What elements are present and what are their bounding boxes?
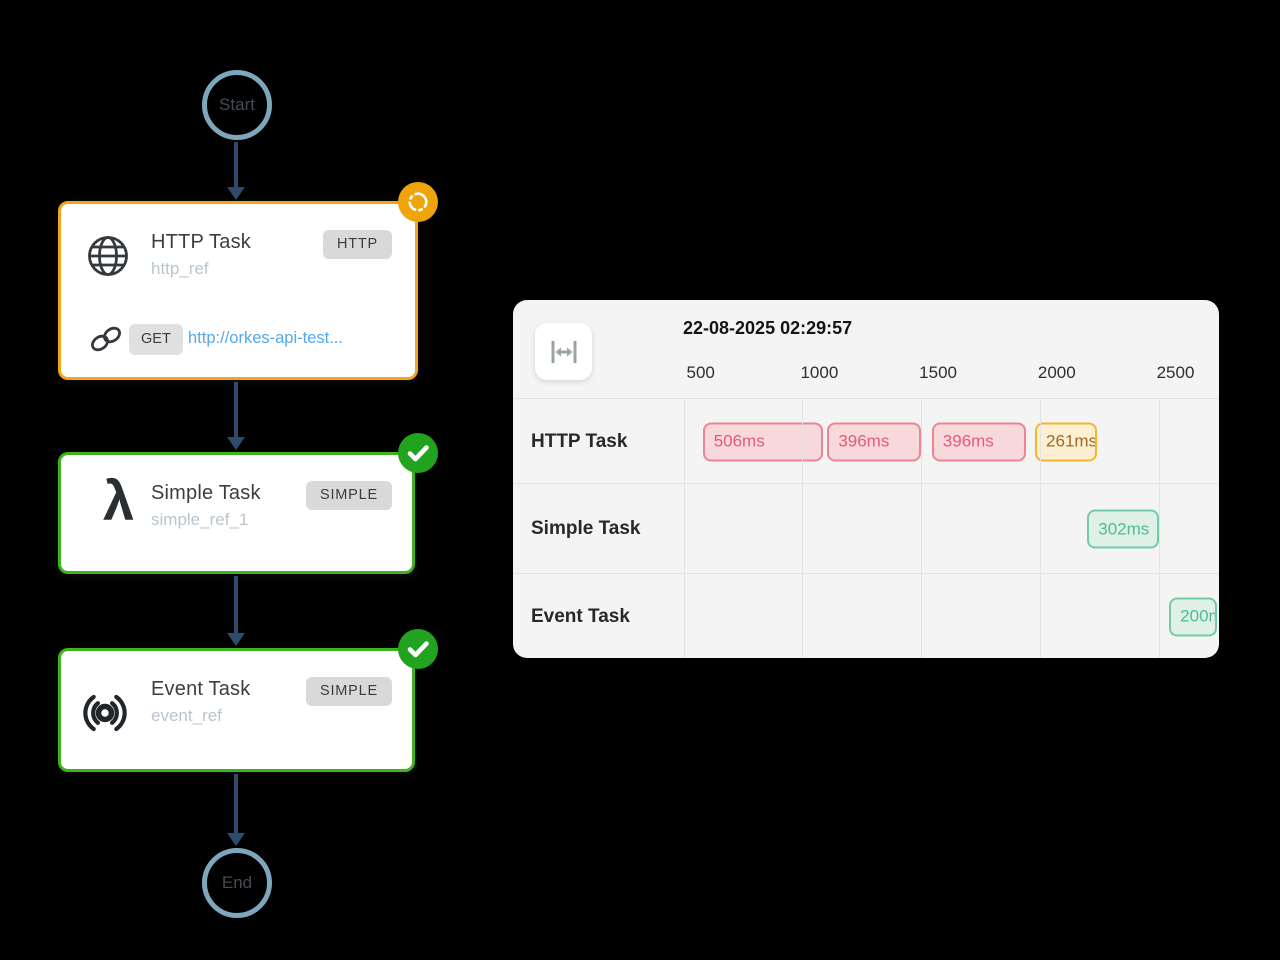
arrow-start-to-http bbox=[226, 142, 246, 200]
task-title: Event Task bbox=[151, 678, 251, 700]
task-ref: http_ref bbox=[151, 259, 209, 278]
timeline-table: HTTP Task 506ms 396ms 396ms 261ms Simple… bbox=[513, 398, 1219, 658]
timeline-row-simple: Simple Task 302ms bbox=[513, 483, 1219, 574]
gridline bbox=[1039, 398, 1041, 658]
timeline-timestamp: 22-08-2025 02:29:57 bbox=[683, 318, 853, 338]
task-url-link[interactable]: http://orkes-api-test... bbox=[188, 329, 343, 347]
arrow-event-to-end bbox=[226, 774, 246, 846]
task-title: HTTP Task bbox=[151, 231, 251, 253]
duration-bar[interactable]: 261ms bbox=[1035, 422, 1097, 461]
spinner-icon bbox=[408, 192, 428, 212]
check-icon bbox=[407, 445, 429, 462]
arrow-http-to-simple bbox=[226, 382, 246, 450]
task-type-badge: SIMPLE bbox=[306, 481, 392, 510]
end-node: End bbox=[202, 848, 272, 918]
globe-icon bbox=[88, 236, 128, 276]
task-node-http[interactable]: HTTP Task http_ref HTTP GET http://orkes… bbox=[58, 201, 418, 380]
duration-bar[interactable]: 396ms bbox=[827, 422, 922, 461]
task-type-badge: SIMPLE bbox=[306, 677, 392, 706]
start-label: Start bbox=[219, 95, 255, 114]
timeline-row-label: Event Task bbox=[531, 605, 630, 627]
completed-status-badge bbox=[398, 433, 438, 473]
task-title: Simple Task bbox=[151, 482, 261, 504]
task-node-simple[interactable]: λ Simple Task simple_ref_1 SIMPLE bbox=[58, 452, 415, 574]
gridline bbox=[1158, 398, 1160, 658]
timeline-row-http: HTTP Task 506ms 396ms 396ms 261ms bbox=[513, 398, 1219, 484]
duration-bar[interactable]: 302ms bbox=[1087, 509, 1159, 549]
axis-tick-label: 2000 bbox=[1037, 363, 1076, 382]
broadcast-icon bbox=[83, 694, 127, 732]
gridline bbox=[921, 398, 923, 658]
task-type-badge: HTTP bbox=[322, 230, 392, 259]
gridline bbox=[802, 398, 804, 658]
timeline-row-label: Simple Task bbox=[531, 518, 641, 539]
axis-tick-label: 2500 bbox=[1156, 363, 1195, 382]
http-method-badge: GET bbox=[129, 324, 183, 355]
axis-tick-label: 500 bbox=[686, 363, 715, 382]
start-node: Start bbox=[202, 70, 272, 140]
end-label: End bbox=[221, 873, 253, 892]
arrow-simple-to-event bbox=[226, 576, 246, 646]
fit-width-button[interactable] bbox=[535, 323, 592, 380]
duration-bar[interactable]: 506ms bbox=[702, 422, 823, 461]
timeline-panel: 22-08-2025 02:29:57 500 1000 1500 2000 2… bbox=[513, 300, 1219, 658]
duration-bar[interactable]: 200ms bbox=[1169, 597, 1217, 636]
task-node-event[interactable]: Event Task event_ref SIMPLE bbox=[58, 648, 415, 772]
task-ref: simple_ref_1 bbox=[151, 510, 249, 529]
timeline-row-label: HTTP Task bbox=[531, 430, 628, 452]
task-ref: event_ref bbox=[151, 706, 222, 725]
fit-width-icon bbox=[551, 340, 576, 363]
check-icon bbox=[407, 641, 429, 658]
timeline-row-event: Event Task 200ms bbox=[513, 573, 1219, 658]
axis-tick-label: 1000 bbox=[800, 363, 839, 382]
completed-status-badge bbox=[398, 629, 438, 669]
duration-bar[interactable]: 396ms bbox=[931, 422, 1026, 461]
running-status-badge bbox=[398, 182, 438, 222]
axis-tick-label: 1500 bbox=[919, 363, 958, 382]
lambda-icon: λ bbox=[103, 469, 135, 532]
chain-link-icon bbox=[91, 326, 121, 352]
gridline bbox=[683, 398, 685, 658]
